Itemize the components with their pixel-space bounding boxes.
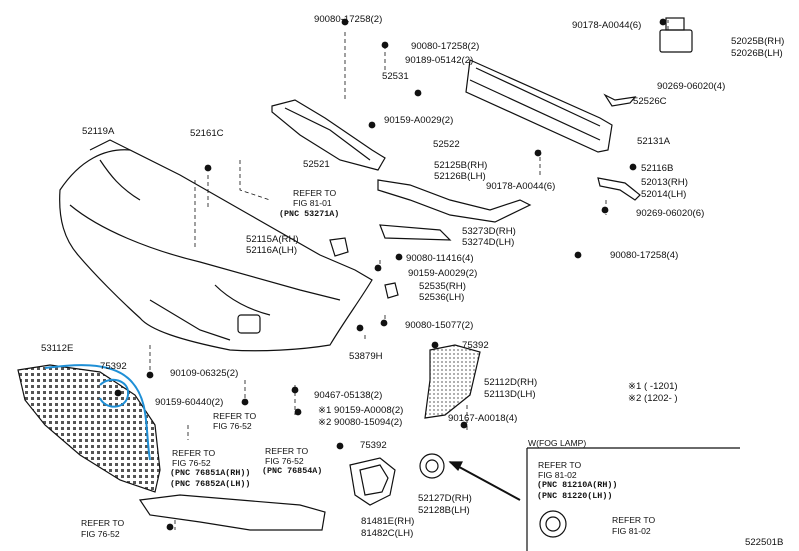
part-label: 53879H bbox=[349, 351, 383, 362]
part-label: 52115A(RH) bbox=[246, 234, 299, 245]
part-label: 90080-17258(4) bbox=[610, 250, 679, 261]
refer-label: (PNC 81210A(RH)) bbox=[537, 480, 618, 490]
part-label: 90109-06325(2) bbox=[170, 368, 239, 379]
part-label: 52119A bbox=[82, 126, 115, 137]
refer-label: (PNC 81220(LH)) bbox=[537, 491, 613, 501]
refer-label: REFER TO bbox=[172, 448, 216, 458]
lower-grille-shape bbox=[17, 364, 161, 493]
part-label: 52116A(LH) bbox=[246, 245, 298, 256]
refer-label: (PNC 76854A) bbox=[262, 466, 323, 476]
refer-label: FIG 76-52 bbox=[265, 456, 304, 466]
part-label: 52025B(RH) bbox=[731, 36, 785, 47]
part-label: 52116B bbox=[641, 163, 674, 174]
refer-label: FIG 76-52 bbox=[213, 421, 252, 431]
part-label: 52522 bbox=[433, 139, 460, 150]
diagram-id: 522501B bbox=[745, 537, 784, 548]
note-2: ※2 (1202- ) bbox=[628, 393, 678, 404]
part-label: ※2 90080-15094(2) bbox=[318, 417, 403, 428]
refer-label: REFER TO bbox=[265, 446, 309, 456]
part-label: 52131A bbox=[637, 136, 671, 147]
reinforcement-shape bbox=[465, 59, 613, 153]
part-label: 90269-06020(6) bbox=[636, 208, 705, 219]
part-label: 81482C(LH) bbox=[361, 528, 414, 539]
refer-label: FIG 76-52 bbox=[172, 458, 211, 468]
part-label: 90189-05142(2) bbox=[405, 55, 474, 66]
part-label: 90159-60440(2) bbox=[155, 397, 224, 408]
refer-label: FIG 76-52 bbox=[81, 529, 120, 539]
refer-label: REFER TO bbox=[538, 460, 582, 470]
refer-label: (PNC 53271A) bbox=[279, 209, 340, 219]
part-label: 52128B(LH) bbox=[418, 505, 470, 516]
part-label: ※1 90159-A0008(2) bbox=[318, 405, 404, 416]
part-label: 52112D(RH) bbox=[484, 377, 538, 388]
part-label: 90080-17258(2) bbox=[314, 14, 383, 25]
part-label: 75392 bbox=[100, 361, 127, 372]
part-label: 90269-06020(4) bbox=[657, 81, 726, 92]
part-label: 75392 bbox=[360, 440, 387, 451]
refer-label: REFER TO bbox=[293, 188, 337, 198]
part-label: 52161C bbox=[190, 128, 224, 139]
part-label: 53273D(RH) bbox=[462, 226, 516, 237]
part-label: 75392 bbox=[462, 340, 489, 351]
refer-label: FIG 81-02 bbox=[538, 470, 577, 480]
part-label: 52026B(LH) bbox=[731, 48, 783, 59]
refer-label: FIG 81-01 bbox=[293, 198, 332, 208]
part-label: 53112E bbox=[41, 343, 74, 354]
part-label: 90080-17258(2) bbox=[411, 41, 480, 52]
part-label: 52535(RH) bbox=[419, 281, 466, 292]
part-label: 53274D(LH) bbox=[462, 237, 515, 248]
part-label: 52014(LH) bbox=[641, 189, 687, 200]
refer-label: REFER TO bbox=[612, 515, 656, 525]
bumper-cover-shape bbox=[59, 149, 373, 352]
part-label: 52113D(LH) bbox=[484, 389, 536, 400]
part-label: 52526C bbox=[633, 96, 667, 107]
part-label: 90080-11416(4) bbox=[406, 253, 474, 264]
refer-label: REFER TO bbox=[81, 518, 125, 528]
part-label: 90080-15077(2) bbox=[405, 320, 474, 331]
part-label: 52013(RH) bbox=[641, 177, 688, 188]
fog-lamp-title: W(FOG LAMP) bbox=[528, 438, 587, 448]
part-label: 52127D(RH) bbox=[418, 493, 472, 504]
part-label: 90167-A0018(4) bbox=[448, 413, 518, 424]
refer-label: (PNC 76851A(RH)) bbox=[170, 468, 251, 478]
refer-label: FIG 81-02 bbox=[612, 526, 651, 536]
part-label: 90159-A0029(2) bbox=[408, 268, 478, 279]
part-label: 52125B(RH) bbox=[434, 160, 488, 171]
part-label: 90178-A0044(6) bbox=[486, 181, 556, 192]
part-label: 52521 bbox=[303, 159, 330, 170]
part-label: 52536(LH) bbox=[419, 292, 465, 303]
refer-label: REFER TO bbox=[213, 411, 257, 421]
part-label: 52531 bbox=[382, 71, 409, 82]
part-label: 52126B(LH) bbox=[434, 171, 486, 182]
part-label: 81481E(RH) bbox=[361, 516, 415, 527]
part-label: 90159-A0029(2) bbox=[384, 115, 454, 126]
refer-label: (PNC 76852A(LH)) bbox=[170, 479, 251, 489]
part-label: 90178-A0044(6) bbox=[572, 20, 642, 31]
note-1: ※1 ( -1201) bbox=[628, 381, 678, 392]
part-label: 90467-05138(2) bbox=[314, 390, 383, 401]
